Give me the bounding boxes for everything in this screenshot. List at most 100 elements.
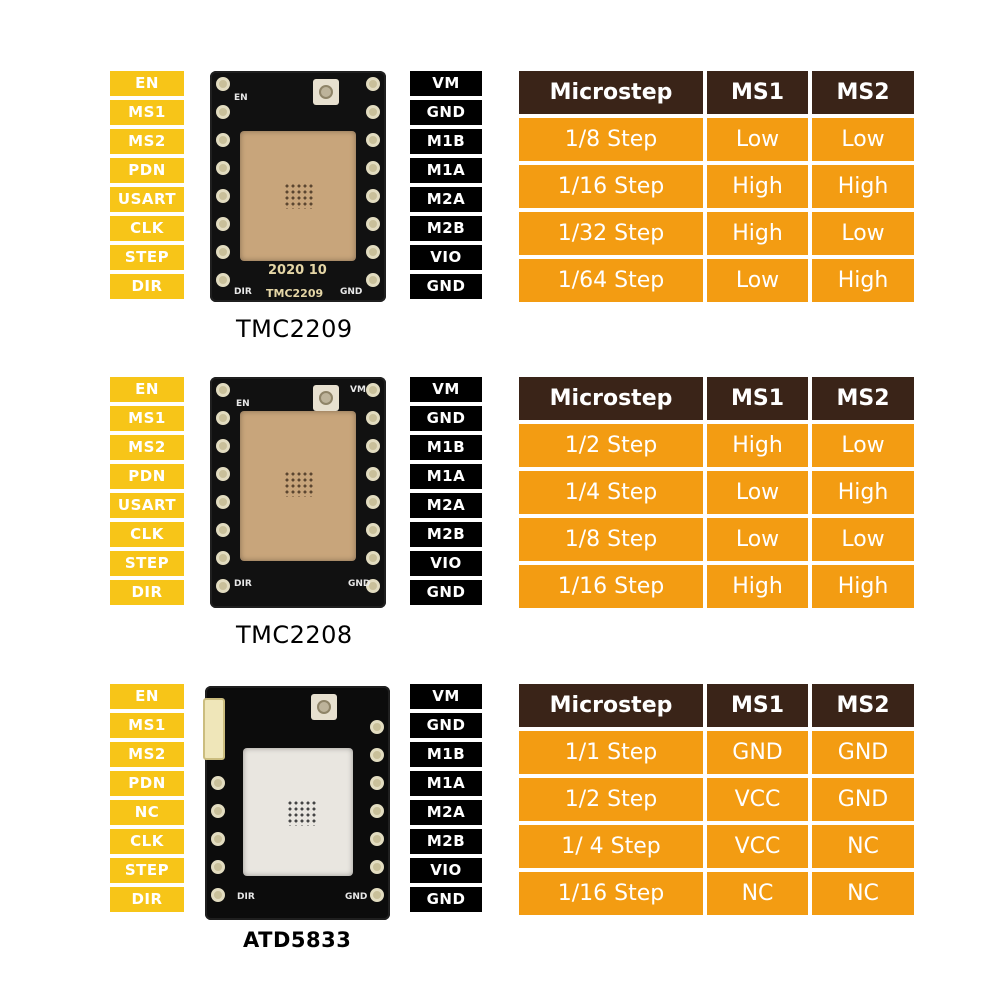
thermal-vias <box>287 800 317 826</box>
table-cell: 1/1 Step <box>519 731 703 774</box>
left-pin-labels: EN MS1 MS2 PDN USART CLK STEP DIR <box>110 71 184 303</box>
header-cell: Microstep <box>519 71 703 114</box>
table-row: 1/16 Step High High <box>519 165 914 208</box>
table-cell: Low <box>707 518 808 561</box>
table-cell: GND <box>812 778 914 821</box>
table-cell: GND <box>707 731 808 774</box>
pin-hole <box>366 189 380 203</box>
pin-label: STEP <box>110 858 184 883</box>
pin-label: MS2 <box>110 435 184 460</box>
table-cell: 1/8 Step <box>519 518 703 561</box>
pin-label: PDN <box>110 464 184 489</box>
pin-hole <box>366 105 380 119</box>
pin-label: GND <box>410 887 482 912</box>
pin-hole <box>216 133 230 147</box>
pin-hole <box>366 161 380 175</box>
pin-label: PDN <box>110 158 184 183</box>
header-cell: MS2 <box>812 71 914 114</box>
pin-hole <box>216 523 230 537</box>
pin-label: EN <box>110 377 184 402</box>
table-cell: Low <box>812 118 914 161</box>
pin-hole <box>216 161 230 175</box>
pin-label: DIR <box>110 580 184 605</box>
table-cell: High <box>707 165 808 208</box>
driver-section-tmc2208: EN MS1 MS2 PDN USART CLK STEP DIR EN VM … <box>0 377 1000 677</box>
pin-hole <box>216 411 230 425</box>
pin-hole <box>216 383 230 397</box>
table-row: 1/32 Step High Low <box>519 212 914 255</box>
table-cell: High <box>812 165 914 208</box>
pin-hole <box>370 804 384 818</box>
pin-label: VIO <box>410 858 482 883</box>
pin-label: MS1 <box>110 100 184 125</box>
pin-label: M1A <box>410 464 482 489</box>
microstep-table: Microstep MS1 MS2 1/2 Step High Low 1/4 … <box>519 377 914 608</box>
pin-hole <box>366 273 380 287</box>
silk-en: EN <box>234 93 248 103</box>
potentiometer <box>313 385 339 411</box>
heat-pad <box>240 131 356 261</box>
pin-hole <box>216 273 230 287</box>
silk-gnd: GND <box>348 579 371 589</box>
pin-hole <box>370 720 384 734</box>
pin-label: GND <box>410 274 482 299</box>
header-cell: MS2 <box>812 377 914 420</box>
header-cell: Microstep <box>519 684 703 727</box>
pin-label: NC <box>110 800 184 825</box>
table-cell: NC <box>812 872 914 915</box>
board-name: TMC2209 <box>236 315 353 343</box>
silk-vm: VM <box>350 385 366 395</box>
right-pin-labels: VM GND M1B M1A M2A M2B VIO GND <box>410 71 482 303</box>
table-cell: Low <box>707 471 808 514</box>
pin-hole <box>370 776 384 790</box>
table-row: 1/2 Step High Low <box>519 424 914 467</box>
table-row: 1/16 Step NC NC <box>519 872 914 915</box>
table-cell: GND <box>812 731 914 774</box>
silk-dir: DIR <box>234 287 252 297</box>
pin-label: M1B <box>410 129 482 154</box>
microstep-table: Microstep MS1 MS2 1/8 Step Low Low 1/16 … <box>519 71 914 302</box>
pin-label: USART <box>110 493 184 518</box>
driver-board-image: EN VM DIR GND <box>210 377 386 608</box>
pin-label: EN <box>110 684 184 709</box>
pin-label: STEP <box>110 551 184 576</box>
thermal-vias <box>284 471 314 497</box>
pin-label: VIO <box>410 551 482 576</box>
table-cell: Low <box>812 212 914 255</box>
pin-hole <box>366 383 380 397</box>
pin-hole <box>366 133 380 147</box>
header-cell: Microstep <box>519 377 703 420</box>
table-cell: High <box>707 565 808 608</box>
pin-label: GND <box>410 406 482 431</box>
table-cell: 1/16 Step <box>519 565 703 608</box>
pin-label: VIO <box>410 245 482 270</box>
driver-section-tmc2209: EN MS1 MS2 PDN USART CLK STEP DIR EN DIR… <box>0 71 1000 371</box>
heat-pad <box>240 411 356 561</box>
driver-board-image: DIR GND <box>203 686 390 920</box>
pin-label: MS1 <box>110 406 184 431</box>
table-cell: NC <box>707 872 808 915</box>
pin-hole <box>211 888 225 902</box>
pin-label: CLK <box>110 522 184 547</box>
pin-label: MS2 <box>110 129 184 154</box>
table-cell: Low <box>812 424 914 467</box>
left-pin-labels: EN MS1 MS2 PDN NC CLK STEP DIR <box>110 684 184 916</box>
table-row: 1/8 Step Low Low <box>519 118 914 161</box>
table-cell: High <box>707 424 808 467</box>
table-cell: 1/16 Step <box>519 872 703 915</box>
table-cell: VCC <box>707 825 808 868</box>
table-cell: High <box>812 565 914 608</box>
table-cell: Low <box>707 259 808 302</box>
pin-label: GND <box>410 713 482 738</box>
table-cell: 1/2 Step <box>519 778 703 821</box>
pin-hole <box>366 411 380 425</box>
pin-label: M2A <box>410 493 482 518</box>
pin-hole <box>211 860 225 874</box>
pin-hole <box>366 495 380 509</box>
table-header: Microstep MS1 MS2 <box>519 684 914 727</box>
pin-label: M2A <box>410 187 482 212</box>
pin-hole <box>366 77 380 91</box>
pin-label: CLK <box>110 829 184 854</box>
pin-hole <box>216 579 230 593</box>
table-row: 1/2 Step VCC GND <box>519 778 914 821</box>
